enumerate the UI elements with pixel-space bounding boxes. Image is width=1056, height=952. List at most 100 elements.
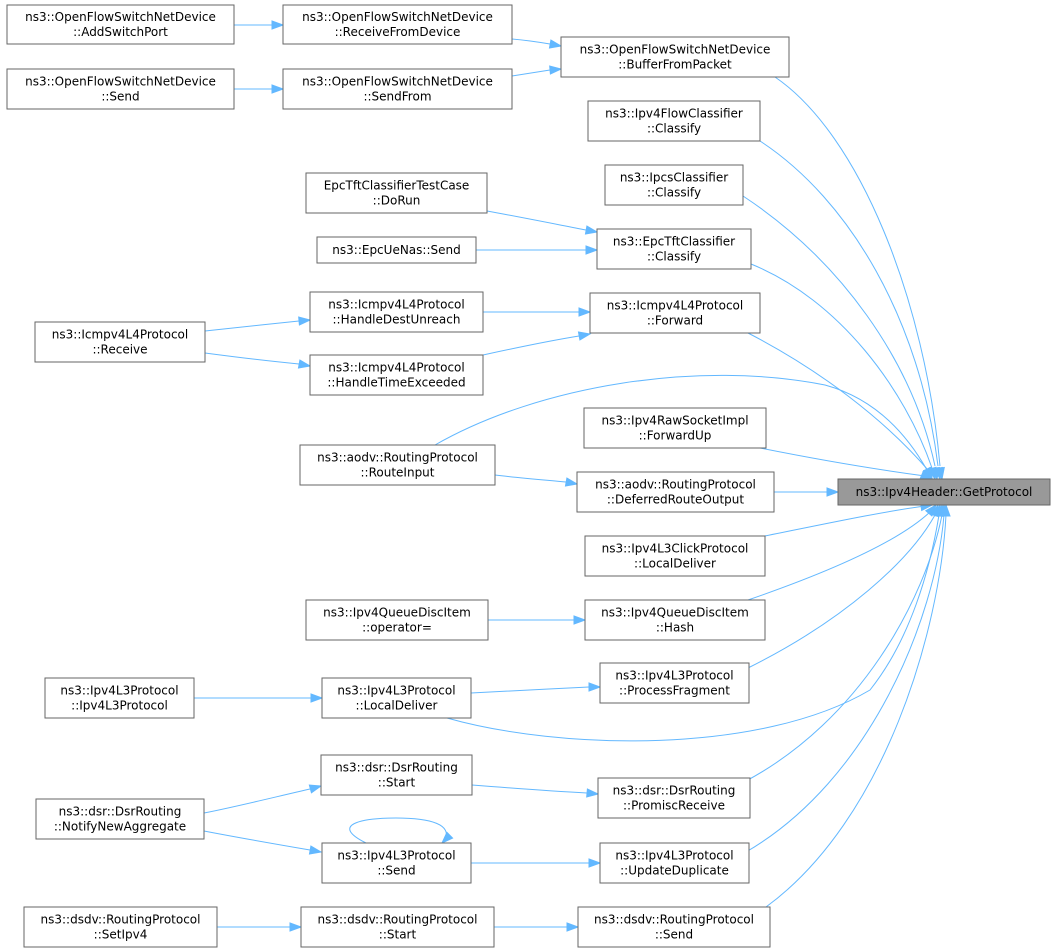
node-box — [599, 662, 750, 704]
node-label-line1: ns3::aodv::RoutingProtocol — [595, 478, 756, 492]
node-dsr-start[interactable]: ns3::dsr::DsrRouting::Start — [320, 754, 473, 796]
node-bufferfrompacket[interactable]: ns3::OpenFlowSwitchNetDevice::BufferFrom… — [560, 36, 790, 78]
edge-line — [759, 447, 926, 477]
edge-dsdv-setipv4-to-dsdv-start — [217, 922, 303, 932]
arrowhead-icon — [549, 65, 563, 75]
arrowhead-icon — [585, 245, 599, 255]
arrowhead-icon — [308, 784, 323, 794]
node-aodv-deferredrouteoutput[interactable]: ns3::aodv::RoutingProtocol::DeferredRout… — [576, 471, 775, 513]
node-dsdv-send[interactable]: ns3::dsdv::RoutingProtocol::Send — [577, 906, 771, 948]
node-epcuenas-send[interactable]: ns3::EpcUeNas::Send — [316, 236, 477, 264]
node-icmp-receive[interactable]: ns3::Icmpv4L4Protocol::Receive — [34, 321, 206, 363]
node-label-line1: ns3::dsr::DsrRouting — [59, 805, 182, 819]
node-ipcsclassifier[interactable]: ns3::IpcsClassifier::Classify — [604, 164, 744, 206]
node-ipv4flowclassifier[interactable]: ns3::Ipv4FlowClassifier::Classify — [587, 100, 761, 142]
node-epctft-testcase[interactable]: EpcTftClassifierTestCase::DoRun — [305, 172, 488, 214]
node-box — [583, 407, 767, 449]
node-aodv-routeinput[interactable]: ns3::aodv::RoutingProtocol::RouteInput — [299, 444, 496, 486]
node-label-line2: ::Hash — [656, 621, 694, 635]
node-dsdv-start[interactable]: ns3::dsdv::RoutingProtocol::Start — [300, 906, 495, 948]
node-label-line1: ns3::Ipv4L3Protocol — [615, 849, 733, 863]
node-label-line1: ns3::OpenFlowSwitchNetDevice — [25, 10, 216, 24]
arrowhead-icon — [310, 693, 324, 703]
node-box — [44, 677, 195, 719]
node-epctftclassifier[interactable]: ns3::EpcTftClassifier::Classify — [596, 228, 752, 270]
node-label-line1: ns3::Ipv4L3Protocol — [337, 849, 455, 863]
node-ipv4l3-localdeliver[interactable]: ns3::Ipv4L3Protocol::LocalDeliver — [321, 677, 472, 719]
edge-icmp-handletimeexceeded-to-icmp-forward — [482, 331, 592, 356]
node-ipv4l3click-localdeliver[interactable]: ns3::Ipv4L3ClickProtocol::LocalDeliver — [584, 535, 766, 577]
node-label-line2: ::Ipv4L3Protocol — [71, 699, 168, 713]
edge-line — [204, 352, 300, 365]
edge-dsr-notifynewaggregate-to-dsr-start — [203, 784, 323, 814]
node-label-line2: ::Forward — [647, 314, 703, 328]
node-addswitchport[interactable]: ns3::OpenFlowSwitchNetDevice::AddSwitchP… — [6, 4, 235, 45]
node-label-line2: ::DoRun — [373, 194, 421, 208]
arrowhead-icon — [826, 487, 840, 497]
node-box — [597, 777, 751, 819]
node-icmp-handletimeexceeded[interactable]: ns3::Icmpv4L4Protocol::HandleTimeExceede… — [309, 354, 484, 396]
node-label-line1: ns3::dsdv::RoutingProtocol — [41, 913, 201, 927]
node-label-line2: ::PromiscReceive — [623, 799, 725, 813]
edge-ipv4rawsocket-forwardup-to-getprotocol — [759, 447, 934, 480]
node-dsr-promiscreceive[interactable]: ns3::dsr::DsrRouting::PromiscReceive — [597, 777, 751, 819]
edge-ipv4flowclassifier-to-getprotocol — [759, 140, 943, 481]
edge-aodv-routeinput-to-aodv-deferredrouteoutput — [494, 474, 579, 487]
edge-line — [511, 38, 551, 45]
edge-line — [745, 514, 943, 782]
edge-sendfrom-to-bufferfrompacket — [511, 65, 563, 77]
edge-line — [747, 511, 931, 601]
node-label-line2: ::ReceiveFromDevice — [335, 25, 461, 39]
node-label-line2: ::HandleDestUnreach — [333, 313, 461, 327]
node-label-line2: ::LocalDeliver — [634, 557, 716, 571]
node-sendfrom[interactable]: ns3::OpenFlowSwitchNetDevice::SendFrom — [282, 68, 513, 110]
edge-dsr-notifynewaggregate-to-ipv4l3-send — [203, 830, 323, 855]
edge-line — [745, 514, 945, 853]
node-box — [604, 164, 744, 206]
node-dsr-notifynewaggregate[interactable]: ns3::dsr::DsrRouting::NotifyNewAggregate — [35, 798, 205, 840]
node-qdi-hash[interactable]: ns3::Ipv4QueueDiscItem::Hash — [584, 599, 766, 641]
node-box — [321, 677, 472, 719]
node-box — [6, 4, 235, 45]
node-label-line2: ::NotifyNewAggregate — [54, 820, 186, 834]
edge-bufferfrompacket-to-getprotocol — [774, 76, 945, 481]
node-label-line2: ::Send — [655, 928, 693, 942]
node-ofsnd-send[interactable]: ns3::OpenFlowSwitchNetDevice::Send — [6, 68, 235, 110]
node-label-line1: ns3::Ipv4FlowClassifier — [605, 107, 743, 121]
node-ipv4l3-processfragment[interactable]: ns3::Ipv4L3Protocol::ProcessFragment — [599, 662, 750, 704]
node-icmp-handledestunreach[interactable]: ns3::Icmpv4L4Protocol::HandleDestUnreach — [309, 291, 484, 333]
node-label-line1: ns3::OpenFlowSwitchNetDevice — [302, 75, 493, 89]
node-label-line2: ::Classify — [647, 250, 701, 264]
node-ipv4l3-updateduplicate[interactable]: ns3::Ipv4L3Protocol::UpdateDuplicate — [599, 842, 750, 884]
node-icmp-forward[interactable]: ns3::Icmpv4L4Protocol::Forward — [589, 292, 761, 334]
arrowhead-icon — [584, 225, 599, 235]
node-ipv4l3-send[interactable]: ns3::Ipv4L3Protocol::Send — [321, 842, 472, 884]
arrowhead-icon — [588, 858, 602, 868]
node-receivefromdevice[interactable]: ns3::OpenFlowSwitchNetDevice::ReceiveFro… — [282, 4, 513, 45]
node-box — [35, 798, 205, 840]
node-getprotocol[interactable]: ns3::Ipv4Header::GetProtocol — [837, 478, 1051, 506]
edge-ipv4l3-updateduplicate-to-getprotocol — [745, 503, 949, 853]
edge-line — [203, 788, 311, 814]
node-qdi-operator[interactable]: ns3::Ipv4QueueDiscItem::operator= — [305, 599, 489, 641]
edge-dsdv-send-to-getprotocol — [765, 503, 951, 908]
edge-line — [446, 514, 940, 742]
node-label-line1: ns3::OpenFlowSwitchNetDevice — [25, 75, 216, 89]
node-box — [309, 291, 484, 333]
edge-line — [494, 474, 567, 483]
node-ipv4rawsocket-forwardup[interactable]: ns3::Ipv4RawSocketImpl::ForwardUp — [583, 407, 767, 449]
node-label-line1: ns3::EpcUeNas::Send — [332, 243, 460, 257]
edge-line — [511, 69, 551, 77]
node-label-line1: ns3::dsr::DsrRouting — [335, 761, 458, 775]
node-label-line1: EpcTftClassifierTestCase — [324, 179, 470, 193]
node-box — [576, 471, 775, 513]
arrowhead-icon — [548, 39, 563, 49]
node-box — [309, 354, 484, 396]
node-label-line2: ::DeferredRouteOutput — [607, 493, 745, 507]
node-label-line1: ns3::Ipv4L3Protocol — [337, 684, 455, 698]
node-dsdv-setipv4[interactable]: ns3::dsdv::RoutingProtocol::SetIpv4 — [23, 906, 218, 948]
node-label-line2: ::Send — [377, 864, 415, 878]
node-ipv4l3-ctor[interactable]: ns3::Ipv4L3Protocol::Ipv4L3Protocol — [44, 677, 195, 719]
node-label-line2: ::RouteInput — [361, 466, 435, 480]
arrowhead-icon — [564, 477, 579, 487]
